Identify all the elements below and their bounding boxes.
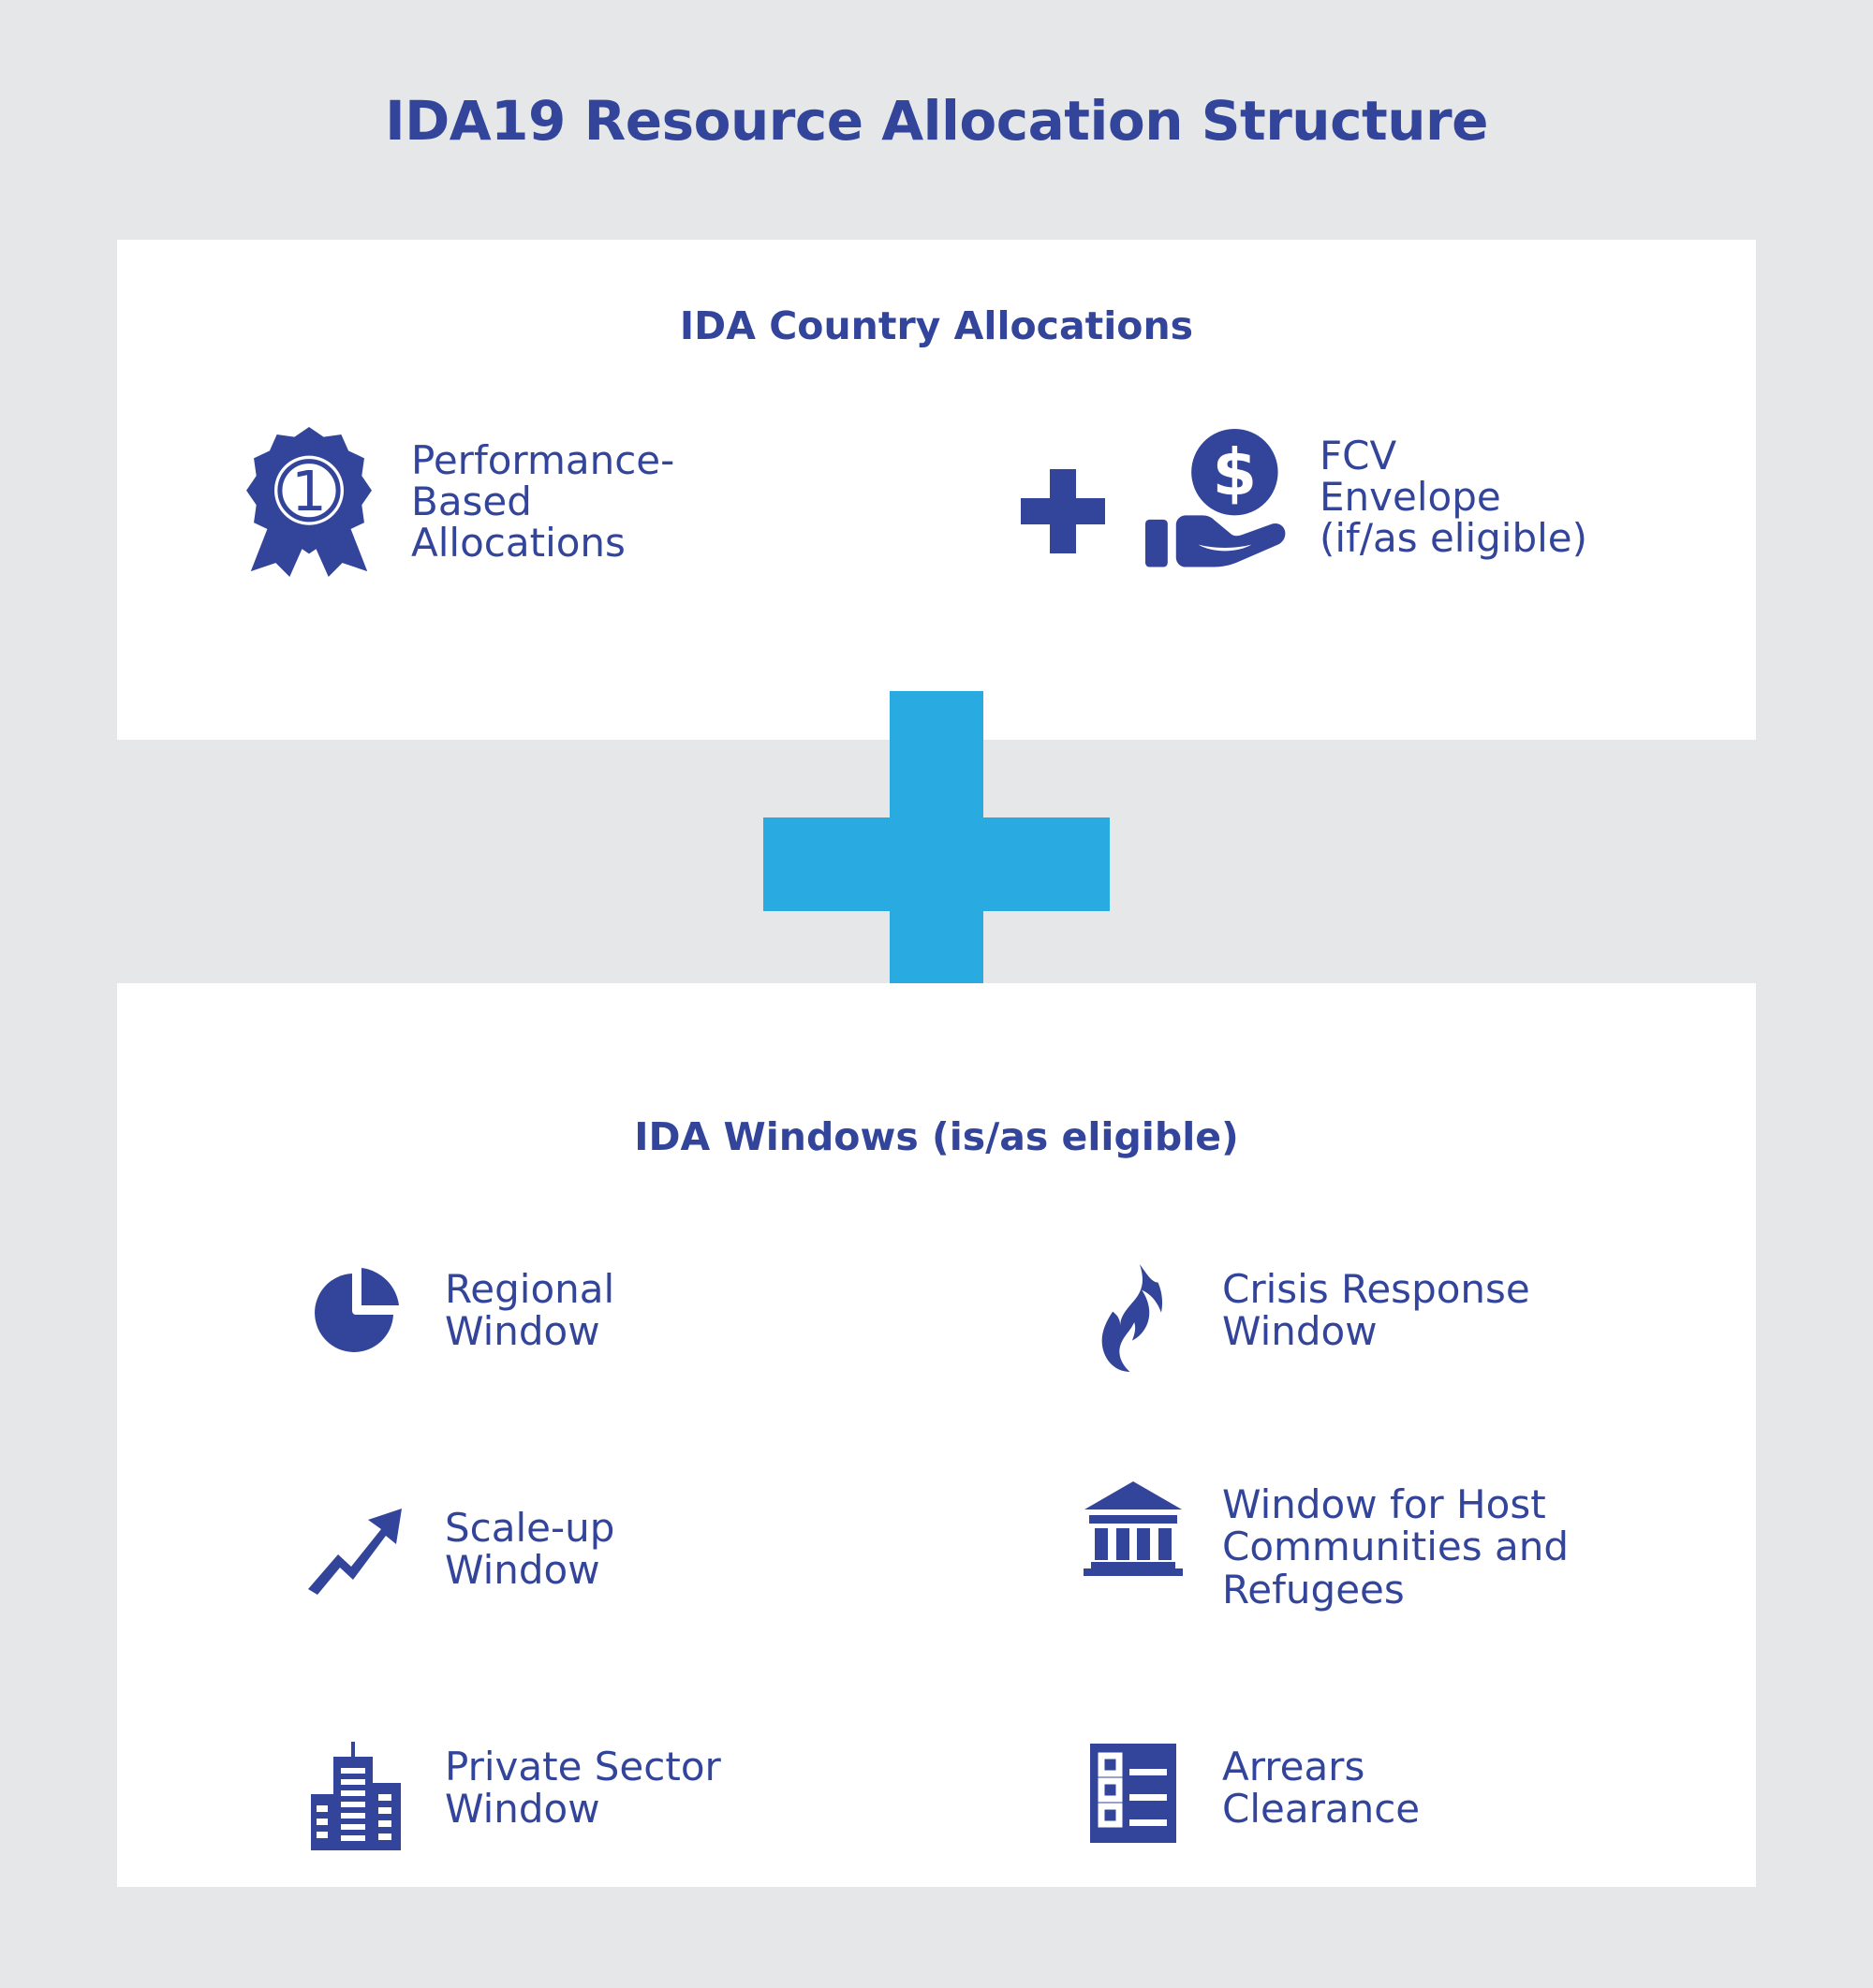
checklist-icon	[1082, 1742, 1185, 1845]
ida-windows-heading: IDA Windows (is/as eligible)	[634, 1114, 1239, 1159]
window-item-label: Crisis Response Window	[1222, 1266, 1530, 1355]
office-buildings-icon	[304, 1742, 407, 1850]
window-item-crisis-response: Crisis Response Window	[1082, 1264, 1530, 1372]
window-item-label: Window for Host Communities and Refugees	[1222, 1481, 1569, 1612]
window-item-label: Regional Window	[445, 1266, 615, 1355]
item-label: Performance- Based Allocations	[411, 436, 675, 567]
svg-text:1: 1	[291, 459, 327, 523]
item-performance-based-allocations: 1 Performance- Based Allocations	[239, 427, 674, 577]
award-ribbon-icon: 1	[239, 427, 379, 577]
country-allocations-card: IDA Country Allocations 1 Performance- B…	[117, 240, 1756, 740]
window-item-scale-up: Scale-up Window	[304, 1503, 614, 1597]
plus-operator-icon	[1021, 469, 1105, 553]
window-item-arrears-clearance: Arrears Clearance	[1082, 1742, 1420, 1845]
country-allocations-heading: IDA Country Allocations	[679, 303, 1194, 348]
item-fcv-envelope: $ FCV Envelope (if/as eligible)	[1143, 427, 1587, 567]
bank-building-icon	[1082, 1480, 1185, 1576]
hand-with-dollar-coin-icon: $	[1143, 427, 1288, 567]
window-item-label: Private Sector Window	[445, 1744, 721, 1833]
pie-chart-icon	[304, 1264, 407, 1358]
trending-up-arrow-icon	[304, 1503, 407, 1597]
item-label: FCV Envelope (if/as eligible)	[1320, 432, 1588, 562]
flame-icon	[1082, 1264, 1185, 1372]
svg-text:$: $	[1213, 435, 1258, 510]
window-item-label: Scale-up Window	[445, 1505, 615, 1594]
page-title: IDA19 Resource Allocation Structure	[385, 89, 1488, 153]
window-item-regional: Regional Window	[304, 1264, 614, 1358]
ida-windows-card: IDA Windows (is/as eligible) Regional Wi…	[117, 983, 1756, 1887]
window-item-private-sector: Private Sector Window	[304, 1742, 721, 1850]
window-item-label: Arrears Clearance	[1222, 1744, 1421, 1833]
window-item-host-communities-refugees: Window for Host Communities and Refugees	[1082, 1480, 1569, 1611]
